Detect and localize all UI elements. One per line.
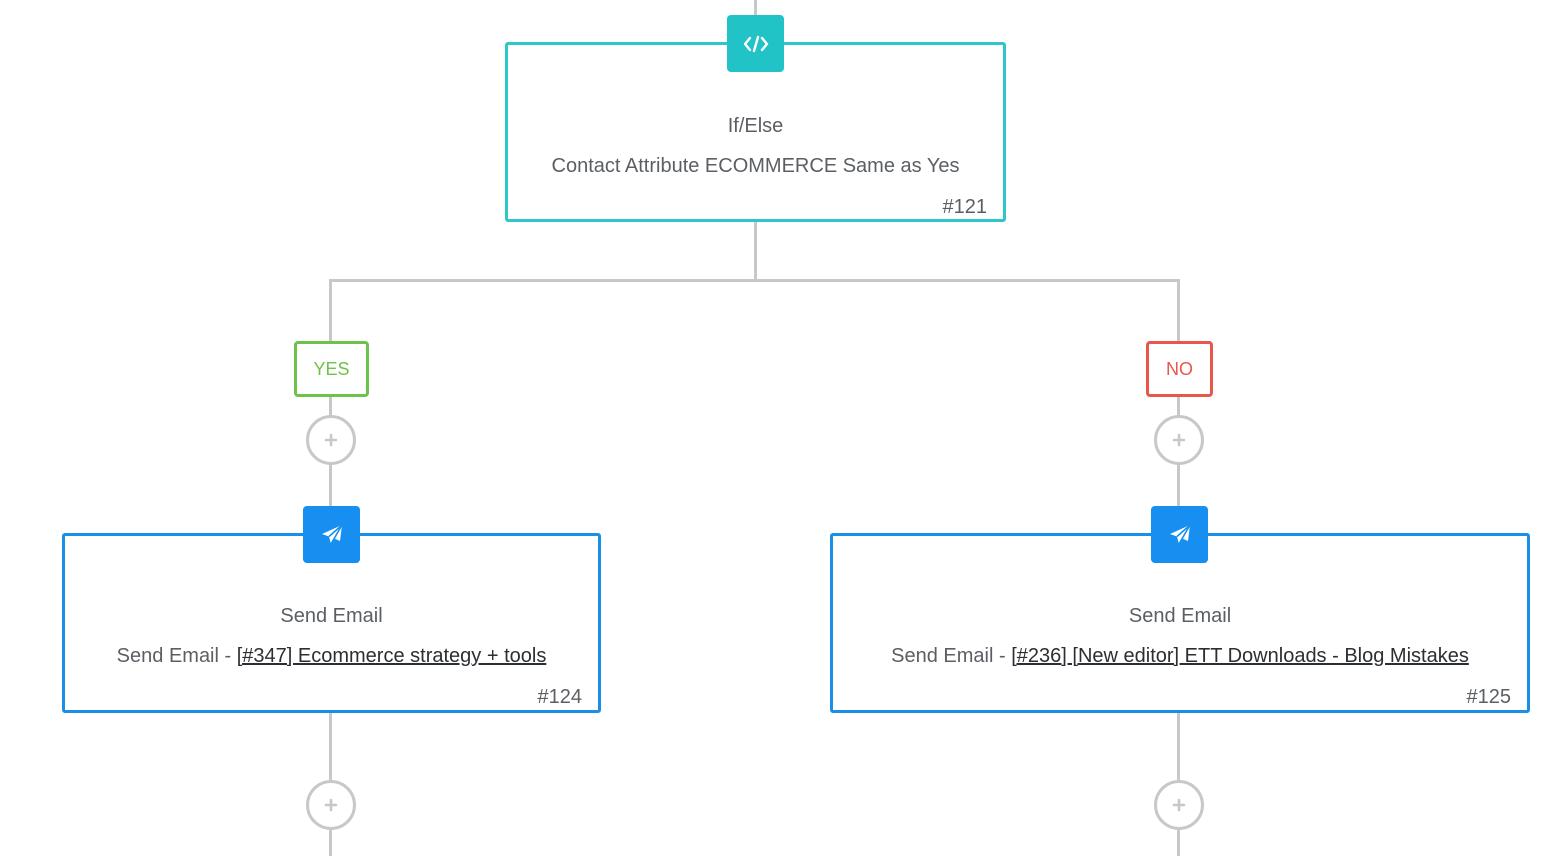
connector-yes-drop: [329, 279, 332, 343]
paper-plane-icon: [1169, 523, 1191, 544]
paper-plane-icon: [321, 523, 343, 544]
connector-yes-node-down: [329, 711, 332, 781]
send-email-node-no[interactable]: Send Email Send Email - [#236] [New edit…: [830, 533, 1530, 713]
add-step-button-no-top[interactable]: [1154, 415, 1204, 465]
email-campaign-link[interactable]: [#347] Ecommerce strategy + tools: [236, 645, 547, 667]
connector-ifelse-down: [754, 220, 757, 282]
email-campaign-link[interactable]: [#236] [New editor] ETT Downloads - Blog…: [1011, 645, 1469, 667]
plus-icon: [1172, 798, 1186, 812]
connector-no-to-add: [1177, 396, 1180, 416]
send-email-badge-yes: [303, 506, 360, 563]
ifelse-description: Contact Attribute ECOMMERCE Same as Yes: [551, 155, 960, 177]
ifelse-node[interactable]: If/Else Contact Attribute ECOMMERCE Same…: [505, 42, 1006, 222]
ifelse-id: #121: [942, 196, 988, 218]
branch-yes-label[interactable]: YES: [294, 341, 369, 397]
send-email-prefix: Send Email -: [891, 645, 1012, 667]
connector-branch-horizontal: [329, 279, 1180, 282]
send-email-id: #124: [537, 686, 583, 708]
branch-no-label[interactable]: NO: [1146, 341, 1213, 397]
connector-top: [754, 0, 757, 16]
send-email-title: Send Email: [280, 605, 383, 627]
send-email-badge-no: [1151, 506, 1208, 563]
connector-no-node-down: [1177, 711, 1180, 781]
send-email-description: Send Email - [#347] Ecommerce strategy +…: [65, 645, 598, 668]
connector-yes-bottom: [329, 829, 332, 856]
connector-no-drop: [1177, 279, 1180, 343]
send-email-title: Send Email: [1128, 605, 1232, 627]
add-step-button-yes-bottom[interactable]: [306, 780, 356, 830]
add-step-button-yes-top[interactable]: [306, 415, 356, 465]
plus-icon: [1172, 433, 1186, 447]
send-email-id: #125: [1466, 686, 1512, 708]
ifelse-title: If/Else: [727, 115, 784, 137]
connector-yes-to-add: [329, 396, 332, 416]
send-email-prefix: Send Email -: [116, 645, 237, 667]
add-step-button-no-bottom[interactable]: [1154, 780, 1204, 830]
send-email-description: Send Email - [#236] [New editor] ETT Dow…: [833, 645, 1527, 668]
ifelse-badge: [727, 15, 784, 72]
plus-icon: [324, 798, 338, 812]
connector-yes-add-to-node: [329, 464, 332, 506]
connector-no-bottom: [1177, 829, 1180, 856]
plus-icon: [324, 433, 338, 447]
send-email-node-yes[interactable]: Send Email Send Email - [#347] Ecommerce…: [62, 533, 601, 713]
code-icon: [743, 35, 768, 52]
connector-no-add-to-node: [1177, 464, 1180, 506]
